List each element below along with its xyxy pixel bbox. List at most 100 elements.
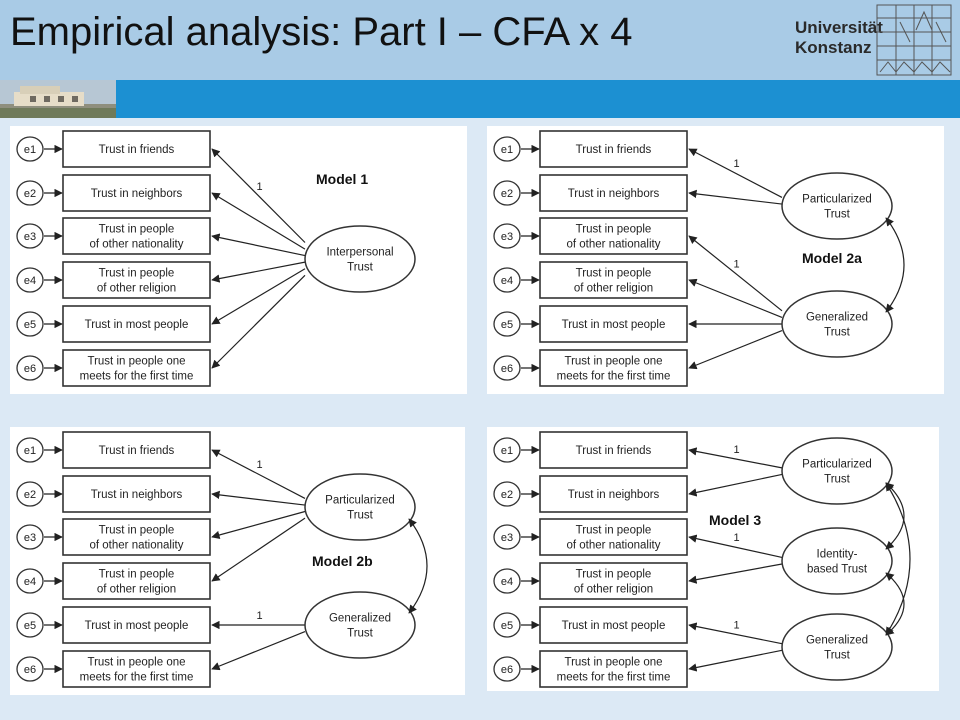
latent-factor-label-2: Generalized (806, 312, 868, 324)
model-3-label: Model 3 (709, 512, 762, 528)
indicator-box-6 (62, 349, 211, 387)
latent-factor-label-1: Trust (824, 474, 851, 486)
indicator-box-3 (62, 217, 211, 255)
latent-factor-2 (781, 290, 893, 358)
fixed-loading-label: 1 (733, 532, 739, 544)
university-name-line-2: Konstanz (795, 38, 872, 57)
indicator-box-6 (62, 650, 211, 688)
indicator-label-6: Trust in people one (87, 657, 185, 669)
latent-factor-label-1: Particularized (802, 459, 872, 471)
error-term-6 (493, 355, 521, 381)
error-label-4: e4 (24, 275, 36, 287)
error-label-3: e3 (501, 532, 513, 544)
indicator-label-4: of other religion (574, 283, 653, 295)
loading-path (688, 622, 783, 645)
indicator-label-3: Trust in people (576, 525, 652, 537)
latent-factor-label-1: Trust (347, 262, 374, 274)
indicator-label-2: Trust in neighbors (91, 489, 183, 501)
indicator-box-6 (539, 650, 688, 688)
indicator-box-3 (62, 518, 211, 556)
error-label-1: e1 (501, 445, 513, 457)
indicator-box-2 (539, 475, 688, 513)
university-name: Universität Konstanz (795, 18, 883, 58)
loading-path (688, 235, 783, 312)
indicator-box-5 (539, 606, 688, 644)
latent-factor-label-3: Generalized (806, 635, 868, 647)
latent-factor-1 (781, 437, 893, 505)
slide-title: Empirical analysis: Part I – CFA x 4 (10, 10, 633, 54)
error-label-1: e1 (24, 445, 36, 457)
latent-factor-label-2: Generalized (329, 613, 391, 625)
error-label-3: e3 (24, 231, 36, 243)
loading-path (211, 490, 306, 506)
indicator-box-4 (62, 562, 211, 600)
indicator-label-5: Trust in most people (85, 319, 189, 331)
error-term-2 (493, 481, 521, 507)
latent-factor-label-2: Trust (347, 628, 374, 640)
indicator-label-3: of other nationality (90, 239, 184, 251)
indicator-label-6: meets for the first time (557, 672, 671, 684)
error-term-5 (493, 612, 521, 638)
error-term-6 (493, 656, 521, 682)
indicator-box-5 (62, 606, 211, 644)
loading-path (688, 189, 783, 205)
loading-path (688, 330, 783, 370)
error-label-5: e5 (24, 319, 36, 331)
error-label-5: e5 (501, 620, 513, 632)
model-1-label: Model 1 (316, 171, 369, 187)
error-term-4 (16, 267, 44, 293)
error-label-5: e5 (501, 319, 513, 331)
indicator-box-1 (62, 431, 211, 469)
indicator-label-1: Trust in friends (99, 144, 175, 156)
latent-factor-3 (781, 613, 893, 681)
loading-path (211, 631, 306, 671)
error-label-1: e1 (501, 144, 513, 156)
loading-path (688, 447, 783, 469)
indicator-label-6: Trust in people one (564, 657, 662, 669)
fixed-loading-label: 1 (256, 610, 262, 622)
factor-correlation (885, 482, 905, 550)
indicator-label-4: Trust in people (576, 268, 652, 280)
indicator-label-6: Trust in people one (564, 356, 662, 368)
error-label-5: e5 (24, 620, 36, 632)
loading-path (211, 517, 306, 582)
error-label-6: e6 (24, 363, 36, 375)
indicator-label-3: of other nationality (567, 540, 661, 552)
university-logo (876, 4, 952, 76)
indicator-label-5: Trust in most people (85, 620, 189, 632)
indicator-label-3: Trust in people (99, 525, 175, 537)
error-term-3 (16, 223, 44, 249)
indicator-box-5 (539, 305, 688, 343)
error-label-2: e2 (24, 188, 36, 200)
loading-path (211, 510, 306, 540)
error-term-1 (16, 437, 44, 463)
indicator-label-4: Trust in people (99, 268, 175, 280)
latent-factor-label-1: Trust (347, 510, 374, 522)
error-label-2: e2 (501, 188, 513, 200)
loading-path (211, 261, 306, 283)
loading-path (211, 192, 306, 250)
error-term-2 (16, 180, 44, 206)
factor-correlation (408, 518, 428, 614)
latent-factor-label-2: based Trust (807, 564, 868, 576)
indicator-label-2: Trust in neighbors (568, 188, 660, 200)
error-label-6: e6 (501, 363, 513, 375)
fixed-loading-label: 1 (733, 444, 739, 456)
indicator-label-3: of other nationality (90, 540, 184, 552)
loading-path (688, 563, 783, 584)
loading-path (211, 449, 306, 499)
indicator-box-3 (539, 518, 688, 556)
indicator-label-3: Trust in people (576, 224, 652, 236)
error-label-6: e6 (24, 664, 36, 676)
indicator-label-4: Trust in people (99, 569, 175, 581)
error-term-5 (493, 311, 521, 337)
latent-factor-2 (781, 527, 893, 595)
loading-path (211, 233, 306, 257)
error-label-6: e6 (501, 664, 513, 676)
fixed-loading-label: 1 (733, 158, 739, 170)
